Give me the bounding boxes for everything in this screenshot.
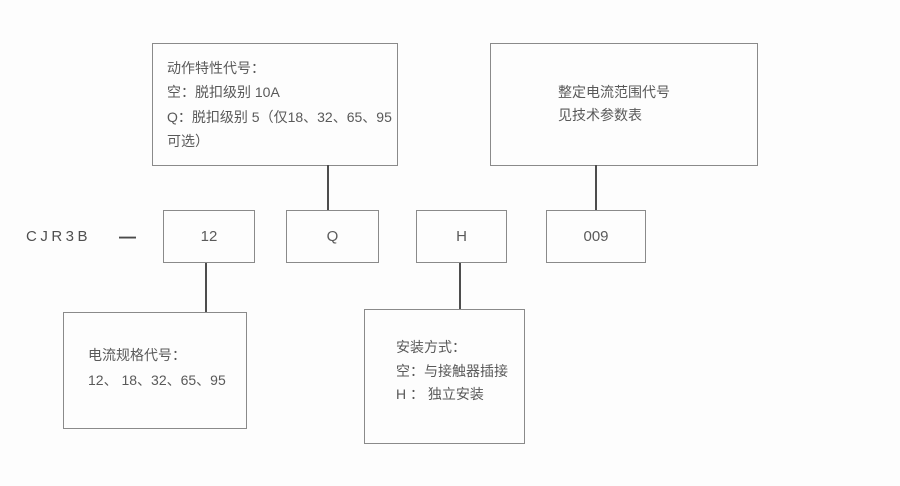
- code-value: Q: [326, 227, 339, 245]
- legend-line: 空：脱扣级别 10A: [167, 84, 280, 101]
- legend-line: 12、 18、32、65、95: [88, 372, 226, 388]
- legend-line: H ： 独立安装: [396, 386, 484, 402]
- model-prefix-label: CJR3B: [26, 228, 92, 245]
- current-spec-legend-box: 电流规格代号： 12、 18、32、65、95: [63, 312, 247, 429]
- connector-current-range: [595, 165, 597, 210]
- legend-line: 整定电流范围代号: [558, 84, 670, 100]
- legend-line: 见技术参数表: [558, 107, 642, 123]
- connector-trip-class: [327, 165, 329, 210]
- legend-line: Q：脱扣级别 5（仅18、32、65、95: [167, 108, 392, 125]
- code-box-current-range: 009: [546, 210, 646, 263]
- code-value: 12: [200, 227, 218, 245]
- legend-line: 动作特性代号：: [167, 60, 265, 76]
- legend-line: 可选）: [167, 132, 209, 149]
- code-box-current-spec: 12: [163, 210, 255, 263]
- code-value: H: [456, 227, 467, 245]
- code-value: 009: [583, 227, 609, 245]
- legend-line: 安装方式：: [396, 339, 466, 355]
- dash-separator: —: [119, 225, 136, 247]
- connector-current-spec: [205, 263, 207, 312]
- code-box-trip-class: Q: [286, 210, 379, 263]
- legend-line: 空：与接触器插接: [396, 362, 508, 379]
- current-range-legend-box: 整定电流范围代号 见技术参数表: [490, 43, 758, 166]
- legend-line: 电流规格代号：: [88, 347, 186, 363]
- mounting-legend-box: 安装方式： 空：与接触器插接 H ： 独立安装: [364, 309, 525, 444]
- trip-class-legend-box: 动作特性代号： 空：脱扣级别 10A Q：脱扣级别 5（仅18、32、65、95…: [152, 43, 398, 166]
- connector-mounting: [459, 263, 461, 309]
- code-box-mounting: H: [416, 210, 507, 263]
